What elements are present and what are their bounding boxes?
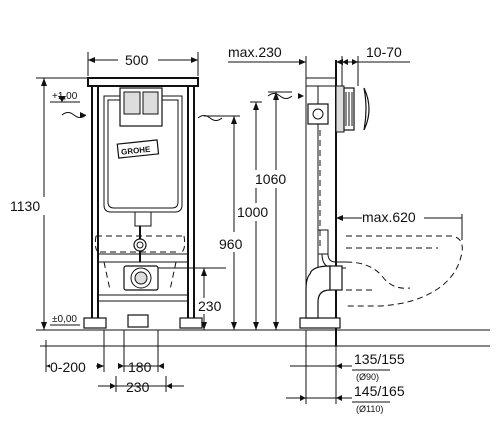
flush-panel — [335, 85, 370, 133]
cistern: GROHE — [103, 87, 183, 227]
dim-pipe-110: 145/165 (Ø110) — [286, 383, 405, 414]
svg-text:500: 500 — [125, 52, 149, 68]
svg-text:1000: 1000 — [237, 204, 268, 220]
svg-text:(Ø110): (Ø110) — [356, 404, 383, 414]
supply-arrow — [197, 115, 223, 121]
svg-text:(Ø90): (Ø90) — [356, 372, 379, 382]
dim-1060: 1060 — [255, 91, 295, 330]
dim-max-230: max.230 — [226, 42, 346, 78]
svg-text:max.620: max.620 — [362, 209, 416, 225]
level-top: +1,00 — [50, 91, 87, 118]
svg-text:1060: 1060 — [255, 171, 286, 187]
svg-text:230: 230 — [198, 298, 222, 314]
level-floor: ±0,00 — [50, 314, 80, 326]
svg-text:960: 960 — [219, 236, 243, 252]
grohe-logo: GROHE — [116, 139, 160, 159]
dim-1130: 1130 — [10, 77, 90, 331]
svg-text:230: 230 — [126, 379, 150, 395]
side-drain — [305, 265, 343, 319]
dim-10-70: 10-70 — [341, 44, 410, 86]
svg-text:0-200: 0-200 — [50, 359, 86, 375]
side-bowl-outline — [345, 235, 463, 307]
mounting-frame — [83, 77, 203, 329]
svg-text:180: 180 — [128, 359, 152, 375]
side-flush-pipe — [317, 229, 346, 269]
dim-230-right: 230 — [158, 267, 226, 330]
dim-0-200: 0-200 — [45, 330, 105, 375]
side-view: max.230 10-70 — [226, 42, 490, 414]
drain-connection — [123, 265, 159, 291]
front-view: GROHE — [10, 50, 300, 395]
dim-max-620: max.620 — [336, 208, 463, 240]
dim-1000: 1000 — [237, 101, 275, 330]
svg-text:10-70: 10-70 — [366, 44, 402, 60]
svg-text:135/155: 135/155 — [354, 351, 405, 367]
bowl-outline — [94, 235, 186, 291]
dim-pipe-90: 135/155 (Ø90) — [290, 330, 405, 404]
svg-text:GROHE: GROHE — [121, 145, 152, 157]
svg-text:±0,00: ±0,00 — [52, 314, 77, 325]
svg-text:max.230: max.230 — [228, 44, 282, 60]
dim-180: 180 — [118, 330, 164, 375]
dim-500: 500 — [87, 50, 199, 76]
svg-text:1130: 1130 — [10, 198, 40, 214]
flush-pipe — [133, 226, 147, 262]
dim-960: 960 — [204, 115, 249, 330]
dim-230-bottom: 230 — [98, 376, 184, 395]
svg-text:145/165: 145/165 — [354, 383, 405, 399]
